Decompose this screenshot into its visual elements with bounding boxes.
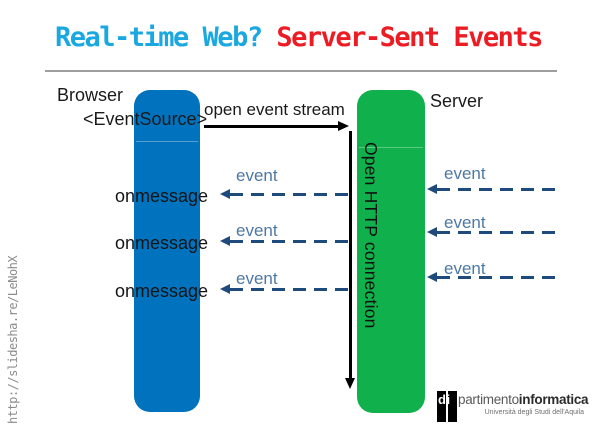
open-event-stream-label: open event stream — [204, 100, 345, 119]
event-label-right-1: event — [444, 164, 486, 183]
open-http-connection-label: Open HTTP connection — [361, 142, 381, 329]
slide-title: Real-time Web? Server-Sent Events — [55, 22, 543, 53]
browser-bar-seam — [136, 141, 198, 142]
open-event-stream-arrowhead-icon — [338, 121, 349, 131]
server-lifeline-bar — [357, 90, 425, 413]
event-arrowhead-right-3-icon — [427, 272, 437, 282]
onmessage-label-3: onmessage — [115, 281, 209, 301]
event-arrowhead-right-2-icon — [427, 227, 437, 237]
event-label-left-3: event — [236, 269, 278, 288]
server-bar-seam — [359, 147, 423, 148]
event-arrow-right-1 — [437, 188, 557, 191]
title-divider — [45, 70, 557, 72]
event-arrow-left-2 — [230, 240, 350, 243]
title-server-sent-events: Server-Sent Events — [276, 22, 543, 53]
logo-bar-left — [437, 391, 446, 422]
http-connection-arrow-line — [349, 131, 352, 378]
event-arrow-right-3 — [437, 276, 557, 279]
logo-di-monogram: di — [438, 392, 451, 407]
department-logo: di — [437, 391, 457, 422]
event-arrowhead-left-1-icon — [220, 189, 230, 199]
slideshare-url: http://slidesha.re/LeNohX — [6, 255, 20, 424]
event-label-right-3: event — [444, 259, 486, 278]
event-arrow-left-3 — [230, 288, 350, 291]
server-label: Server — [430, 91, 484, 111]
event-arrowhead-left-3-icon — [220, 284, 230, 294]
browser-lifeline-bar — [134, 90, 200, 412]
department-name-regular: partimento — [458, 392, 519, 407]
event-arrow-left-1 — [230, 193, 350, 196]
logo-bar-right — [448, 391, 457, 422]
university-name: Università degli Studi dell'Aquila — [484, 409, 584, 416]
event-arrow-right-2 — [437, 231, 557, 234]
open-event-stream-arrow-line — [204, 125, 339, 128]
title-realtime-web: Real-time Web? — [55, 22, 277, 53]
onmessage-label-1: onmessage — [115, 186, 209, 206]
eventsource-label: <EventSource> — [83, 109, 208, 129]
event-label-right-2: event — [444, 213, 486, 232]
department-name-bold: informatica — [518, 392, 589, 407]
event-label-left-2: event — [236, 221, 278, 240]
department-name: partimentoinformatica — [458, 392, 589, 407]
onmessage-label-2: onmessage — [115, 233, 209, 253]
browser-label: Browser — [57, 85, 124, 105]
event-label-left-1: event — [236, 166, 278, 185]
event-arrowhead-left-2-icon — [220, 236, 230, 246]
http-connection-arrowhead-icon — [345, 378, 355, 389]
event-arrowhead-right-1-icon — [427, 184, 437, 194]
